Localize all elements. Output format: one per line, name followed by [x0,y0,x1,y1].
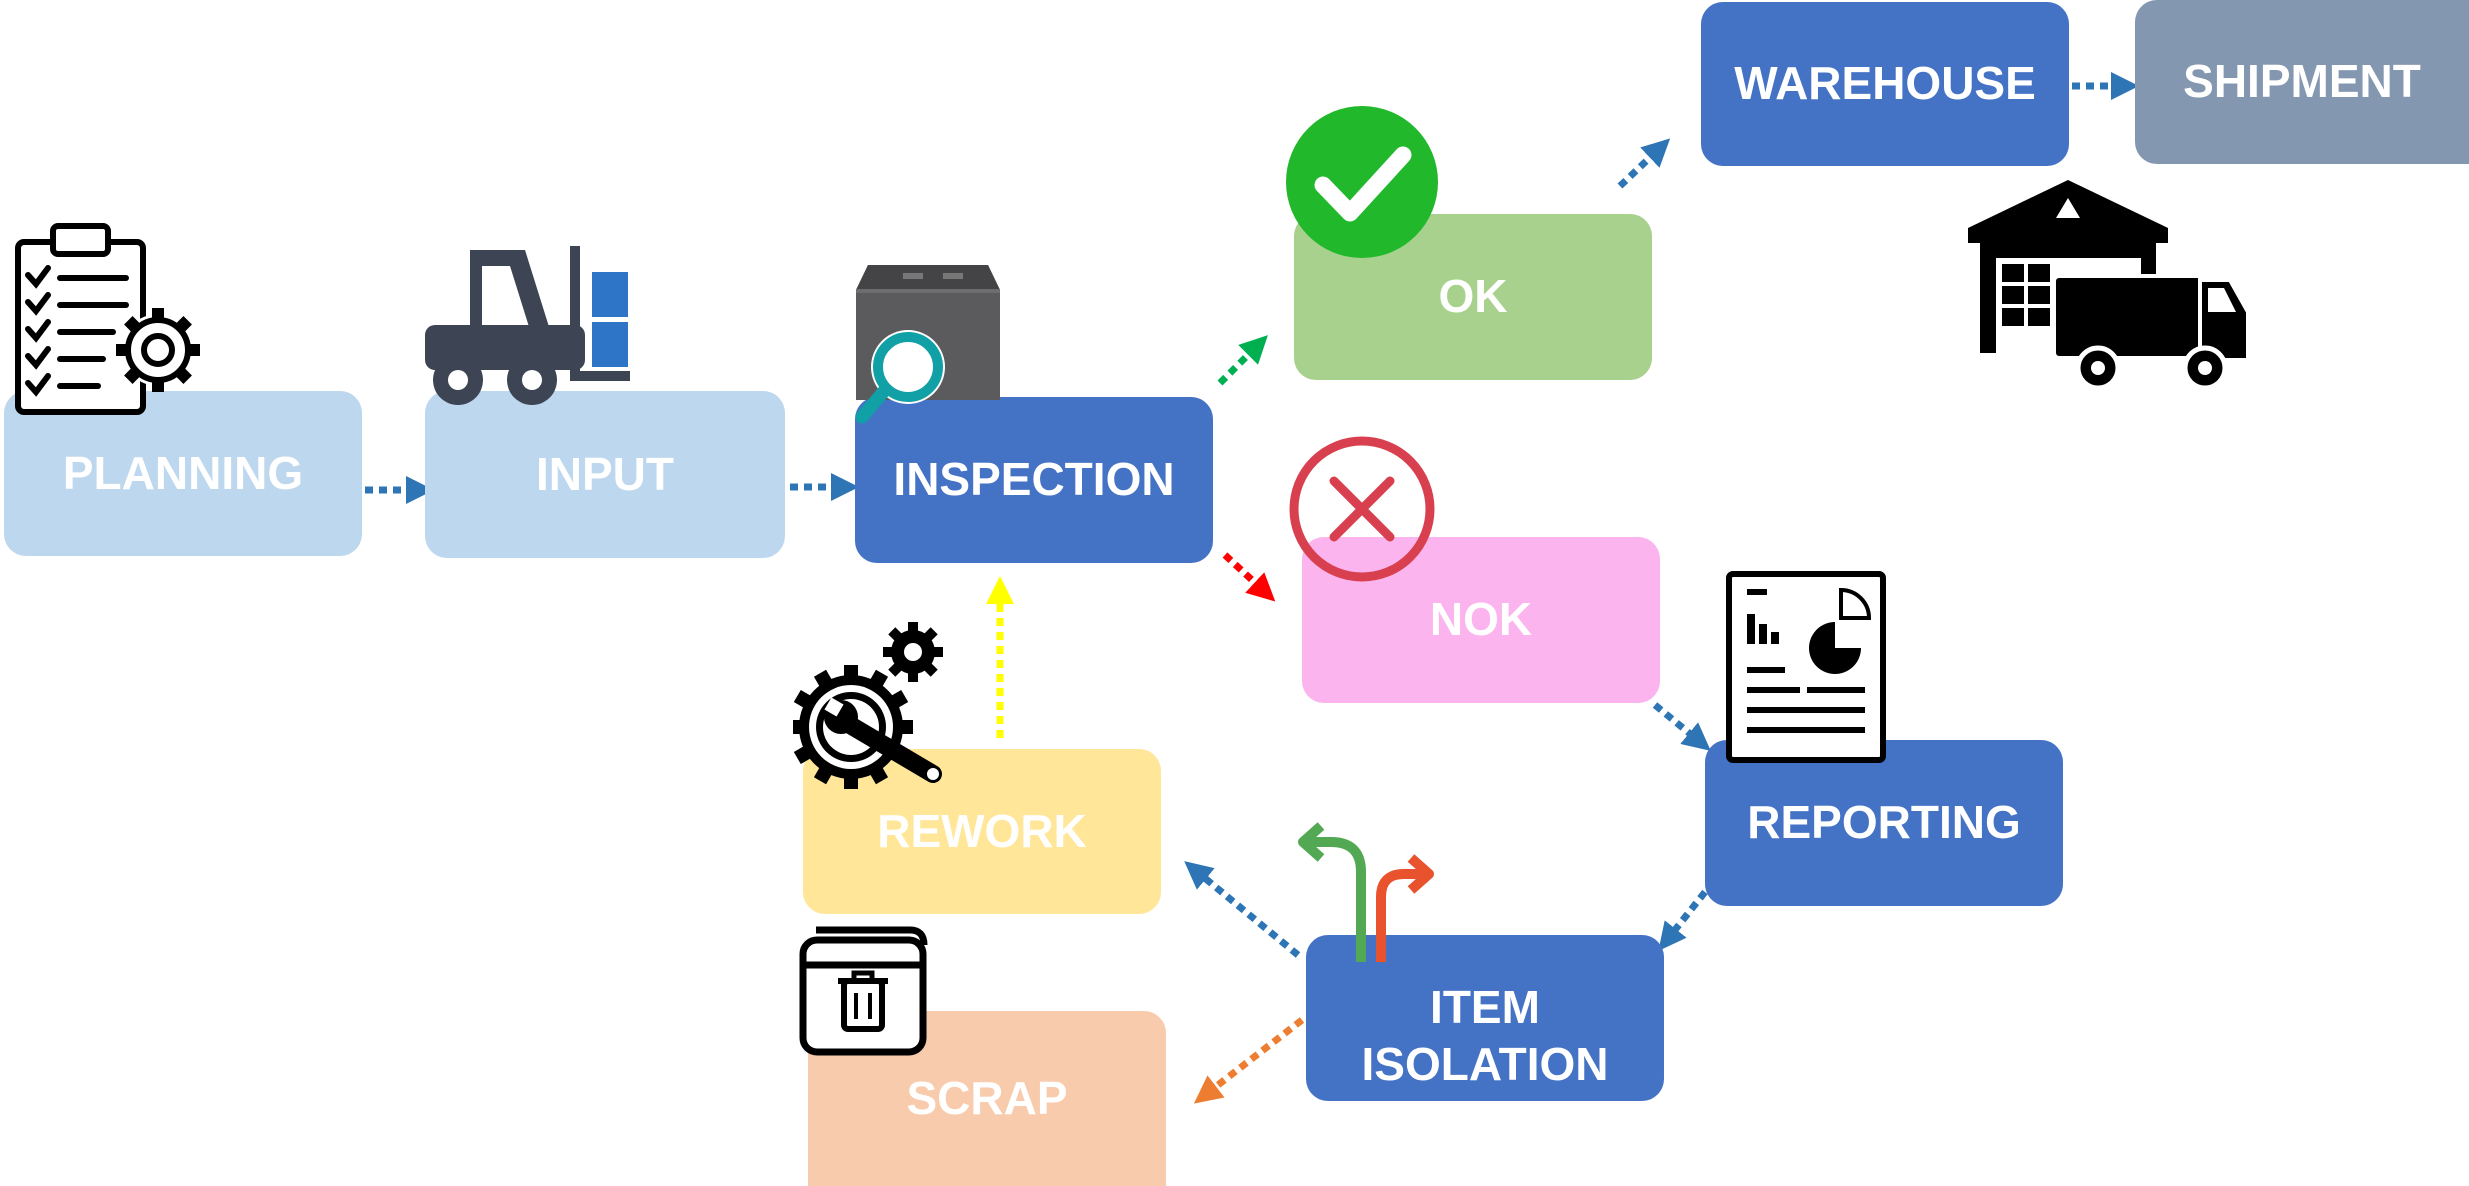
shipment-label: SHIPMENT [2183,55,2421,108]
forklift-icon [425,246,630,405]
check-circle-icon [1286,106,1438,258]
arrow-isolation-to-scrap [1193,1017,1305,1104]
warehouse-box[interactable]: WAREHOUSE [1701,2,2069,166]
split-arrows-icon [1298,822,1434,962]
reporting-label: REPORTING [1747,796,2021,849]
item-isolation-label-line2: ISOLATION [1361,1038,1609,1090]
arrow-ok-to-warehouse [1617,138,1671,189]
arrow-inspection-to-nok [1222,552,1276,602]
box-magnifier-icon [855,265,1000,424]
report-document-icon [1726,571,1886,763]
rework-label: REWORK [877,804,1087,857]
scrap-label: SCRAP [906,1071,1068,1124]
clipboard-gear-icon [15,223,200,415]
inspection-label: INSPECTION [893,453,1175,506]
arrow-nok-to-reporting [1652,702,1711,751]
planning-label: PLANNING [62,446,304,499]
reporting-box[interactable]: REPORTING [1705,740,2063,906]
arrow-isolation-to-rework [1184,861,1301,958]
item-isolation-label-line1: ITEM [1430,980,1540,1033]
shipment-box[interactable]: SHIPMENT [2135,0,2469,164]
warehouse-truck-icon [1968,180,2250,390]
arrow-reporting-to-isolation [1658,889,1708,951]
x-circle-icon [1289,436,1435,582]
planning-box[interactable]: PLANNING [4,391,362,556]
input-box[interactable]: INPUT [425,391,785,558]
trash-bin-icon [799,926,928,1056]
inspection-box[interactable]: INSPECTION [855,397,1213,563]
rework-box[interactable]: REWORK [803,749,1161,914]
arrow-inspection-to-ok [1217,335,1268,386]
nok-box[interactable]: NOK [1302,537,1660,703]
nok-label: NOK [1429,593,1533,646]
ok-label: OK [1438,270,1508,323]
item-isolation-box[interactable]: ITEM ISOLATION [1306,935,1664,1101]
input-label: INPUT [536,447,674,500]
warehouse-label: WAREHOUSE [1734,57,2036,110]
gear-wrench-icon [793,622,943,789]
